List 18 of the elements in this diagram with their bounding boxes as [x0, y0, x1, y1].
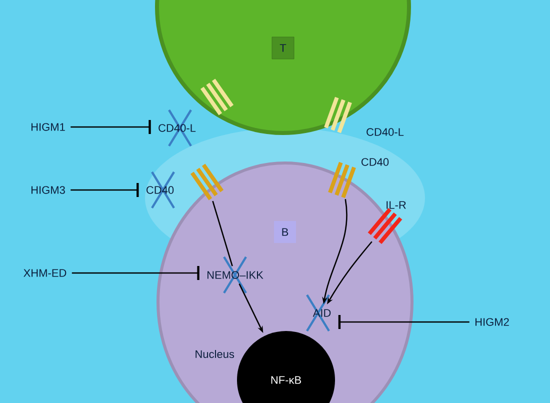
receptor-label: CD40-L [366, 128, 404, 136]
gene-label: CD40 [146, 186, 174, 194]
gene-label: HIGM2 [476, 318, 509, 326]
inhibition-line [338, 314, 470, 329]
inhibition-line [70, 182, 139, 197]
receptor-label: CD40 [362, 158, 389, 166]
nucleus-label: Nucleus [196, 350, 234, 358]
inhibition-line [70, 120, 151, 134]
gene-label: HIGM1 [32, 123, 65, 131]
gene-label: HIGM3 [32, 186, 65, 194]
gene-label: XHM-ED [24, 269, 66, 277]
inhibition-line [72, 266, 200, 280]
receptor-drawing [190, 164, 224, 200]
gene-label: CD40-L [158, 124, 196, 132]
cell-label: B [274, 220, 296, 243]
cell-label: T [272, 36, 294, 60]
connector-line [212, 200, 233, 266]
receptor-label: IL-R [386, 201, 406, 209]
